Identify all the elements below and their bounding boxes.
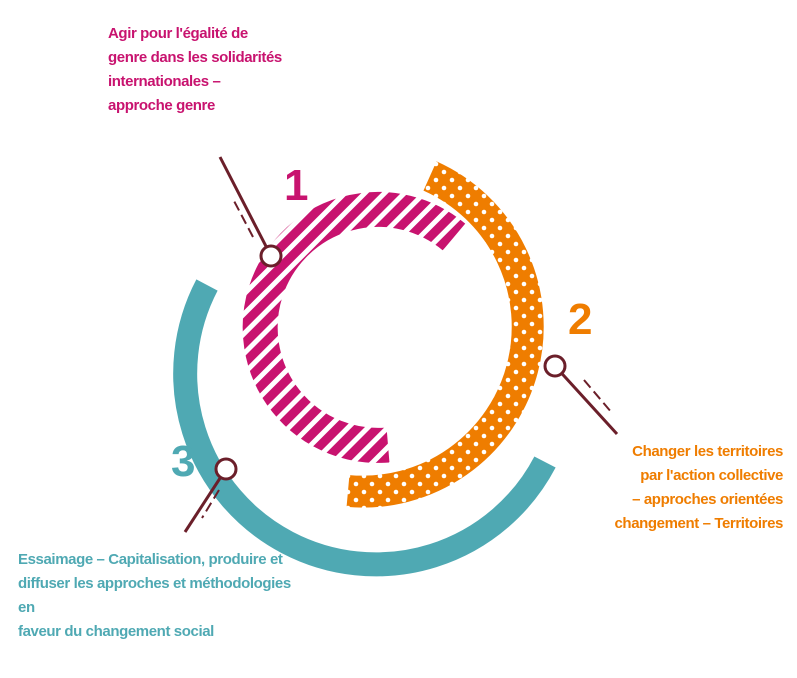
- marker-3: [183, 457, 238, 533]
- step-number-3: 3: [171, 437, 196, 486]
- arc-3-teal: [173, 279, 556, 577]
- arc-2-orange: [346, 161, 544, 508]
- arc-1-magenta: [242, 191, 466, 463]
- marker-2: [543, 354, 619, 436]
- step-label-3: Essaimage – Capitalisation, produire et …: [18, 551, 291, 640]
- marker-1: [218, 156, 283, 268]
- step-label-1: Agir pour l'égalité de genre dans les so…: [108, 25, 282, 114]
- step-number-2: 2: [568, 295, 593, 344]
- step-label-2: Changer les territoires par l'action col…: [614, 443, 783, 532]
- step-number-1: 1: [284, 161, 309, 210]
